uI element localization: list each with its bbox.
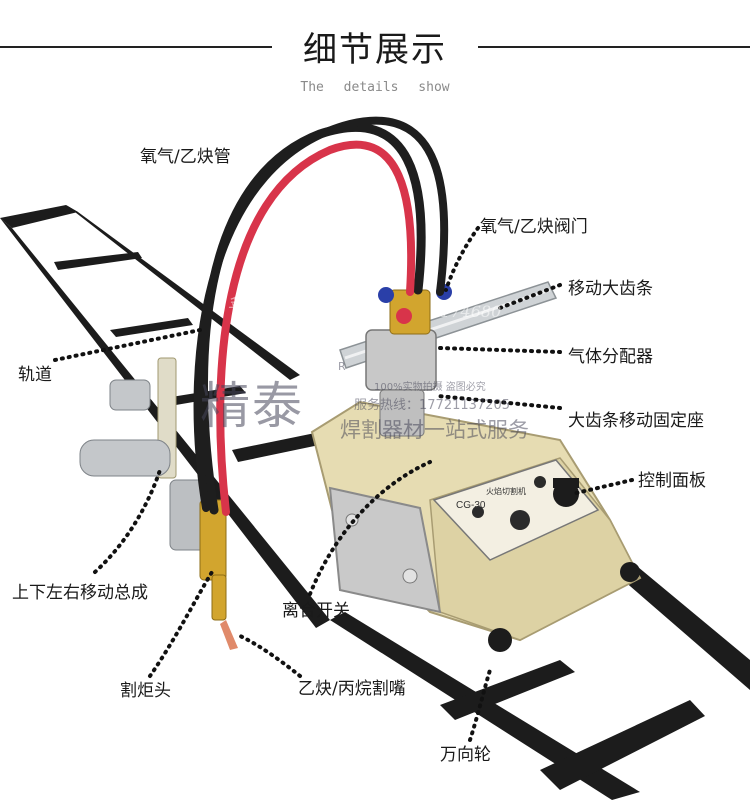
- track-crossbar: [54, 252, 142, 270]
- label-valve: 氧气/乙炔阀门: [480, 217, 588, 237]
- watermark-line-1: 100%实物拍摄 盗图必究: [374, 382, 486, 393]
- label-caster: 万向轮: [440, 745, 491, 765]
- label-distributor: 气体分配器: [568, 347, 653, 367]
- leader-adjust: [93, 468, 162, 574]
- leader-clutch: [308, 460, 432, 596]
- leader-valve: [444, 226, 480, 292]
- track-crossbar: [440, 660, 575, 720]
- track-crossbar: [232, 432, 324, 462]
- label-track: 轨道: [18, 365, 52, 385]
- label-adjust-assembly: 上下左右移动总成: [12, 583, 148, 603]
- leader-nozzle: [234, 632, 302, 678]
- label-hose: 氧气/乙炔管: [140, 147, 231, 167]
- watermark-line-2: 服务热线：17721137205: [354, 398, 510, 413]
- label-rack: 移动大齿条: [568, 279, 653, 299]
- track-crossbar: [540, 700, 705, 790]
- hose-red: [216, 140, 416, 516]
- track-rail-near-right: [600, 552, 750, 690]
- track-crossbar: [110, 318, 193, 337]
- label-torch-head: 割炬头: [120, 681, 171, 701]
- leader-rack-mount: [436, 394, 562, 410]
- page-subtitle: The details show: [300, 80, 450, 95]
- hose-black: [193, 116, 449, 512]
- header-rule-left: [0, 46, 272, 48]
- track-rail-right-far: [66, 205, 300, 380]
- machine-body: [310, 400, 642, 652]
- leader-distributor: [438, 346, 562, 354]
- watermark-faint-number: 1174680: [430, 302, 502, 321]
- gas-distributor: [365, 284, 452, 437]
- leader-caster: [468, 668, 492, 742]
- leader-control-panel: [570, 478, 634, 496]
- track-end-bar: [0, 205, 78, 228]
- watermark-brand: 精泰: [200, 377, 304, 435]
- label-control-panel: 控制面板: [638, 471, 706, 491]
- leader-lines: [53, 226, 634, 742]
- header-rule-right: [478, 46, 750, 48]
- page-title: 细节展示: [303, 30, 447, 70]
- label-clutch: 离合开关: [282, 601, 350, 621]
- watermark-slogan: 焊割器材一站式服务: [340, 418, 529, 442]
- panel-model: CG-30: [456, 500, 486, 511]
- panel-title: 火焰切割机: [486, 486, 526, 496]
- label-nozzle: 乙炔/丙烷割嘴: [298, 679, 406, 699]
- watermark-faint: 金泰焊割: [228, 292, 293, 311]
- leader-torch-head: [148, 570, 214, 678]
- label-rack-mount: 大齿条移动固定座: [568, 411, 704, 431]
- watermark-registered-mark: R: [338, 360, 346, 373]
